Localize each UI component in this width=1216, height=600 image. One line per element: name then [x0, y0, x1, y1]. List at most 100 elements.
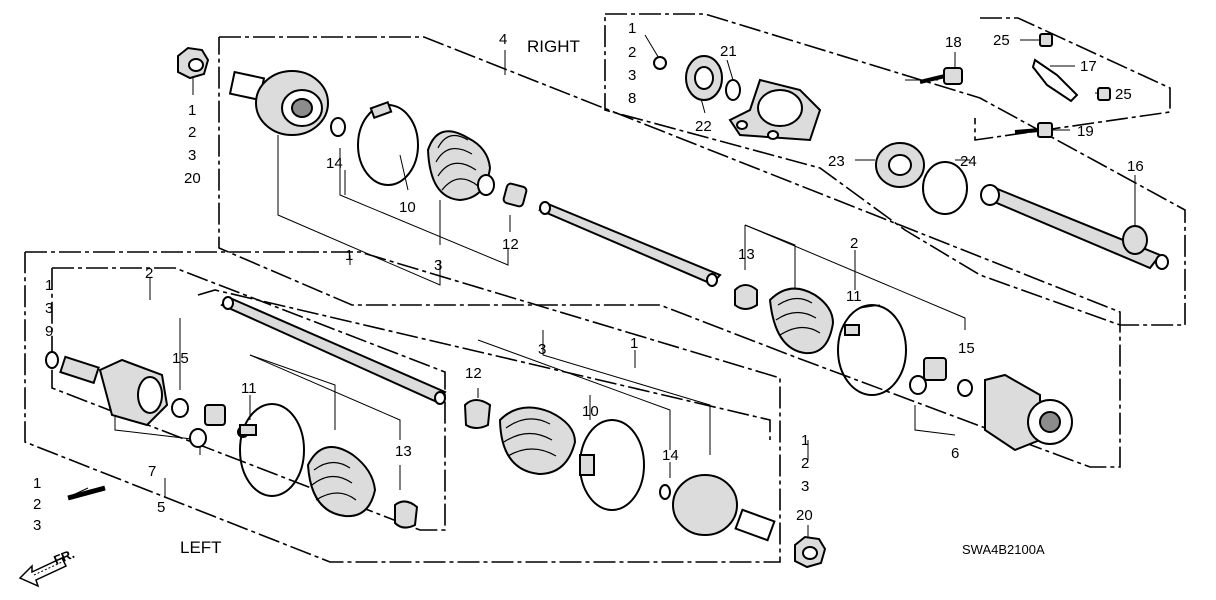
boot-band-11-right	[837, 304, 907, 396]
bearing-support-outline	[974, 17, 1171, 141]
circlip-21	[725, 79, 741, 101]
callout: 1	[45, 277, 53, 294]
axle-nut-left	[794, 535, 827, 569]
callout: 5	[157, 499, 165, 516]
callout: 3	[538, 341, 546, 358]
boot-band-12-right	[502, 182, 528, 208]
left-parts	[18, 296, 827, 588]
callout: 15	[172, 350, 189, 367]
boot-band-10-left	[579, 419, 645, 511]
inner-joint-right	[984, 373, 1073, 452]
spider-right	[909, 357, 947, 395]
left-label: LEFT	[180, 538, 222, 557]
callout: 11	[241, 380, 257, 397]
boot-band-13-left	[394, 500, 419, 529]
callout: 2	[33, 496, 41, 513]
callout: 14	[326, 155, 343, 172]
half-shaft-outline	[604, 13, 1186, 326]
callout-numbers: 4 1 2 3 20 14 10 12 1 3 1 2 3 8 21 22 18…	[33, 20, 1144, 534]
callout: 1	[630, 335, 638, 352]
callout: 1	[801, 432, 809, 449]
snap-ring-14-right	[330, 117, 346, 137]
callout: 24	[960, 153, 977, 170]
callout: 14	[662, 447, 679, 464]
right-parts	[177, 33, 1169, 452]
callout: 13	[738, 246, 755, 263]
outer-cv-joint-right	[228, 70, 329, 136]
callout: 10	[399, 199, 416, 216]
outer-boot-left	[498, 406, 577, 476]
bolt-18	[919, 67, 963, 85]
inner-boot-band-13-right	[734, 284, 758, 310]
snap-ring-right-top	[653, 56, 667, 70]
nut-25-bottom	[1097, 87, 1111, 101]
text-labels: RIGHT LEFT FR. SWA4B2100A	[52, 37, 1045, 568]
inner-joint-left	[59, 355, 169, 427]
bracket-17	[1031, 58, 1079, 103]
snap-ring-15-left	[171, 398, 189, 418]
snap-ring-24	[922, 161, 968, 215]
callout: 25	[1115, 86, 1132, 103]
callout: 19	[1077, 123, 1094, 140]
callout: 3	[628, 67, 636, 84]
callout: 1	[188, 102, 196, 119]
snap-ring-9-left	[45, 351, 59, 369]
callout: 4	[499, 31, 507, 48]
snap-ring-15-right	[957, 379, 973, 397]
callout: 2	[145, 265, 153, 282]
callout: 1	[345, 247, 353, 264]
spider-left	[189, 404, 249, 448]
callout: 1	[628, 20, 636, 37]
callout: 8	[628, 90, 636, 107]
callout: 25	[993, 32, 1010, 49]
callout: 13	[395, 443, 412, 460]
diagram-code: SWA4B2100A	[962, 542, 1045, 557]
nut-25-top	[1039, 33, 1053, 47]
half-shaft-16	[980, 184, 1169, 270]
left-inner-joint-outline	[51, 267, 446, 531]
callout: 10	[582, 403, 599, 420]
outer-cv-joint-left	[672, 474, 776, 542]
callout: 3	[45, 300, 53, 317]
callout: 20	[796, 507, 813, 524]
callout: 23	[828, 153, 845, 170]
boot-band-12-left	[463, 399, 492, 429]
driveshaft-right	[538, 201, 722, 287]
callout: 12	[465, 365, 482, 382]
boot-band-10-right	[357, 100, 419, 186]
callout: 12	[502, 236, 519, 253]
callout: 7	[148, 463, 156, 480]
bearing-22	[685, 55, 723, 101]
inner-boot-left	[306, 446, 377, 518]
front-arrow-label: FR.	[52, 546, 77, 568]
callout: 3	[188, 147, 196, 164]
callout: 11	[846, 288, 862, 305]
driveshaft-left	[220, 296, 447, 405]
left-outer-joint-outline	[197, 289, 771, 440]
bearing-support	[728, 78, 822, 142]
callout: 3	[801, 478, 809, 495]
callout: 2	[850, 235, 858, 252]
callout: 16	[1127, 158, 1144, 175]
snap-ring-14-left	[659, 484, 671, 500]
group-outlines	[24, 13, 1186, 563]
callout: 17	[1080, 58, 1097, 75]
front-arrow-icon	[18, 557, 68, 588]
callout: 6	[951, 445, 959, 462]
bolt-19	[1014, 122, 1053, 138]
callout: 3	[434, 257, 442, 274]
bearing-23	[875, 142, 925, 188]
callout: 2	[801, 455, 809, 472]
callout: 9	[45, 323, 53, 340]
callout: 3	[33, 517, 41, 534]
callout: 20	[184, 170, 201, 187]
callout: 18	[945, 34, 962, 51]
callout: 2	[628, 44, 636, 61]
right-label: RIGHT	[527, 37, 580, 56]
callout: 2	[188, 124, 196, 141]
axle-nut-right	[177, 46, 210, 80]
callout: 1	[33, 475, 41, 492]
inner-boot-right	[768, 287, 835, 355]
axle-clip-left	[67, 485, 106, 501]
